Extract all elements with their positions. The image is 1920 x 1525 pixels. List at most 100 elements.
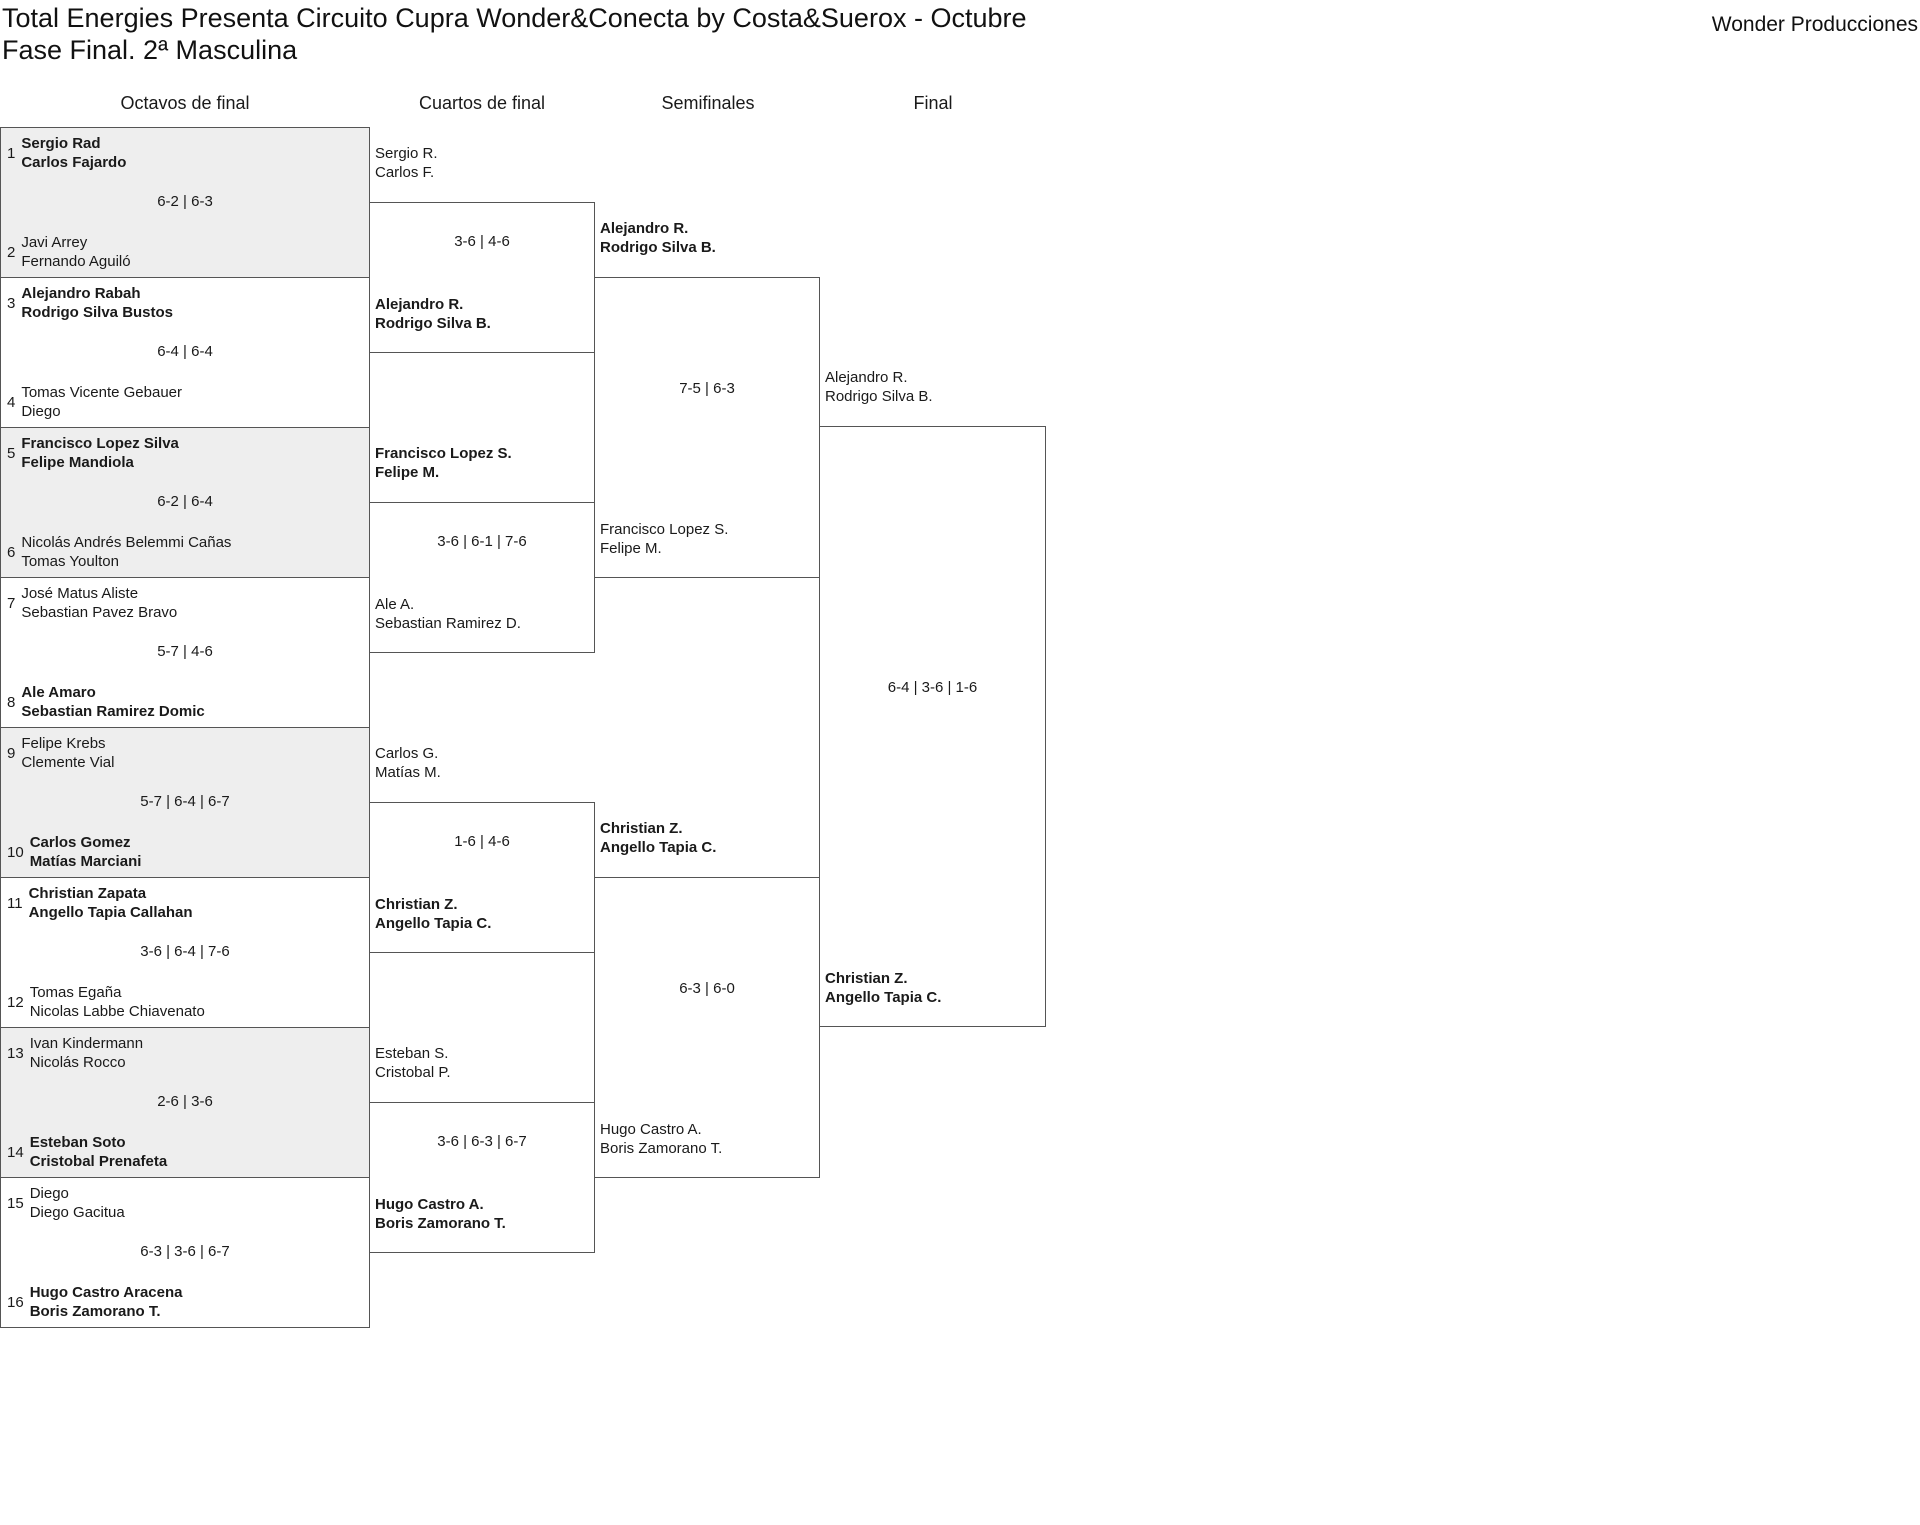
player-name: Alejandro R. bbox=[375, 296, 464, 313]
player-name: Matías Marciani bbox=[29, 853, 142, 870]
match-score: 1-6 | 4-6 bbox=[454, 833, 510, 850]
seed-number: 11 bbox=[7, 894, 23, 912]
team-slot[interactable]: Francisco Lopez S.Felipe M. bbox=[375, 444, 512, 482]
player-name: Sergio R. bbox=[375, 145, 438, 162]
draw-subtitle: Fase Final. 2ª Masculina bbox=[2, 35, 298, 65]
tournament-title: Total Energies Presenta Circuito Cupra W… bbox=[2, 3, 1027, 33]
player-name: Clemente Vial bbox=[21, 754, 115, 771]
team-slot[interactable]: Alejandro R.Rodrigo Silva B. bbox=[375, 295, 491, 333]
player-name: Fernando Aguiló bbox=[21, 253, 131, 270]
player-name: Carlos Gomez bbox=[29, 834, 131, 851]
team-slot[interactable]: Christian Z. Angello Tapia C. bbox=[600, 819, 716, 857]
player-name: Christian Z. bbox=[375, 896, 458, 913]
player-name: Ivan Kindermann bbox=[29, 1035, 144, 1052]
team-slot[interactable]: Alejandro R.Rodrigo Silva B. bbox=[600, 219, 716, 257]
player-name: Hugo Castro Aracena bbox=[29, 1284, 183, 1301]
player-name: Angello Tapia C. bbox=[600, 839, 717, 856]
seed-number: 1 bbox=[7, 144, 16, 162]
match-score: 2-6 | 3-6 bbox=[157, 1093, 213, 1110]
team-slot[interactable]: Alejandro R.Rodrigo Silva B. bbox=[825, 368, 933, 406]
team-slot[interactable]: Hugo Castro A.Boris Zamorano T. bbox=[600, 1120, 722, 1158]
seed-number: 12 bbox=[7, 993, 24, 1011]
seed-number: 3 bbox=[7, 294, 16, 312]
player-name: Christian Zapata bbox=[28, 885, 147, 902]
player-name: Hugo Castro A. bbox=[375, 1196, 484, 1213]
player-name: Diego bbox=[21, 403, 61, 420]
team-slot[interactable]: Sergio R.Carlos F. bbox=[375, 144, 438, 182]
player-name: Sebastian Ramirez Domic bbox=[21, 703, 205, 720]
round-header-octavos: Octavos de final bbox=[120, 93, 250, 113]
player-name: Nicolás Andrés Belemmi Cañas bbox=[21, 534, 232, 551]
player-name: Christian Z. bbox=[600, 820, 683, 837]
team-slot[interactable]: Carlos G.Matías M. bbox=[375, 744, 441, 782]
player-name: Angello Tapia Callahan bbox=[28, 904, 193, 921]
match-score: 6-4 | 6-4 bbox=[157, 343, 213, 360]
player-name: Francisco Lopez Silva bbox=[21, 435, 179, 452]
player-name: Francisco Lopez S. bbox=[375, 445, 512, 462]
player-name: Felipe Krebs bbox=[21, 735, 106, 752]
player-name: Esteban S. bbox=[375, 1045, 449, 1062]
match-score: 6-3 | 3-6 | 6-7 bbox=[140, 1243, 230, 1260]
player-name: José Matus Aliste bbox=[21, 585, 139, 602]
player-name: Rodrigo Silva B. bbox=[600, 239, 716, 256]
team-slot[interactable]: Christian Z. Angello Tapia C. bbox=[375, 895, 491, 933]
player-name: Angello Tapia C. bbox=[375, 915, 492, 932]
player-name: Nicolas Labbe Chiavenato bbox=[29, 1003, 205, 1020]
match-score: 6-2 | 6-4 bbox=[157, 493, 213, 510]
team-slot[interactable]: Ale A.Sebastian Ramirez D. bbox=[375, 595, 521, 633]
team-slot[interactable]: Hugo Castro A.Boris Zamorano T. bbox=[375, 1195, 506, 1233]
player-name: Diego bbox=[29, 1185, 69, 1202]
player-name: Tomas Vicente Gebauer bbox=[21, 384, 182, 401]
seed-number: 5 bbox=[7, 444, 16, 462]
player-name: Sergio Rad bbox=[21, 135, 101, 152]
team-slot[interactable]: Esteban S.Cristobal P. bbox=[375, 1044, 451, 1082]
organizer-name: Wonder Producciones bbox=[1711, 13, 1918, 36]
player-name: Hugo Castro A. bbox=[600, 1121, 702, 1138]
seed-number: 13 bbox=[7, 1044, 24, 1062]
team-slot[interactable]: Francisco Lopez S.Felipe M. bbox=[600, 520, 728, 558]
team-slot[interactable]: Christian Z.Angello Tapia C. bbox=[825, 969, 941, 1007]
player-name: Cristobal Prenafeta bbox=[29, 1153, 168, 1170]
player-name: Francisco Lopez S. bbox=[600, 521, 729, 538]
player-name: Boris Zamorano T. bbox=[29, 1303, 161, 1320]
